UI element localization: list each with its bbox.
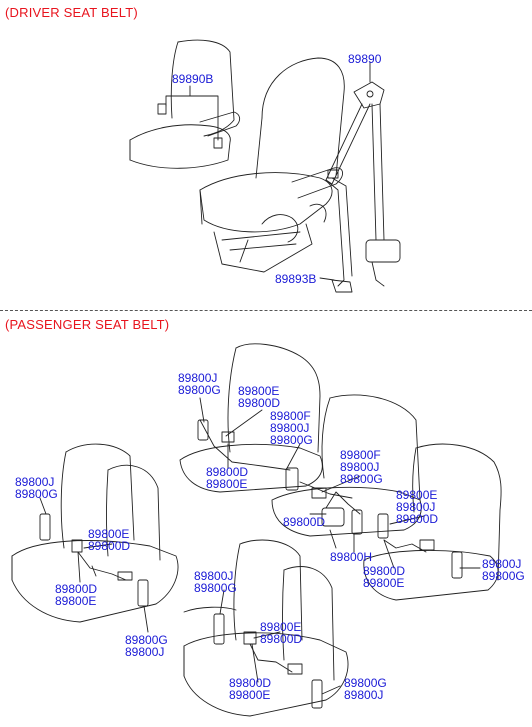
label-front-89800e: 89800E xyxy=(260,620,302,634)
label-right-89800d: 89800D xyxy=(396,512,439,526)
driver-main-seat-drawing xyxy=(199,57,345,273)
label-front-89800g: 89800G xyxy=(194,581,237,595)
label-left-89800j: 89800J xyxy=(15,475,55,489)
label-right-89800d-b: 89800D xyxy=(363,564,406,578)
section-divider xyxy=(0,310,532,311)
label-front-89800e-b: 89800E xyxy=(229,688,271,702)
leader-lines xyxy=(39,61,481,695)
label-rear-89800d: 89800D xyxy=(238,396,281,410)
label-right-89800h: 89800H xyxy=(330,550,373,564)
driver-section-title: (DRIVER SEAT BELT) xyxy=(5,5,138,20)
driver-belt-drawing xyxy=(325,81,401,293)
label-89890: 89890 xyxy=(348,52,382,66)
label-right-89800j-r: 89800J xyxy=(482,557,522,571)
label-rear-89800g: 89800G xyxy=(178,383,221,397)
label-left-89800d: 89800D xyxy=(88,539,131,553)
label-front-89800j-b: 89800J xyxy=(344,688,384,702)
label-left-89800d-b: 89800D xyxy=(55,582,98,596)
label-rear-89800j-2: 89800J xyxy=(270,421,310,435)
label-right-89800e: 89800E xyxy=(396,488,438,502)
label-mid-89800d: 89800D xyxy=(283,515,326,529)
label-right-89800j: 89800J xyxy=(396,500,436,514)
label-rear-89800d-b: 89800D xyxy=(206,465,249,479)
rear-seat-group-drawing xyxy=(179,343,502,601)
label-mid-89800j: 89800J xyxy=(340,460,380,474)
label-right-89800g-r: 89800G xyxy=(482,569,525,583)
label-rear-89800g-2: 89800G xyxy=(270,433,313,447)
label-left-89800e: 89800E xyxy=(88,527,130,541)
front-seat-group-drawing xyxy=(183,539,349,717)
label-front-89800j: 89800J xyxy=(194,569,234,583)
label-rear-89800e: 89800E xyxy=(238,384,280,398)
label-89890b: 89890B xyxy=(172,72,214,86)
label-left-89800j-b: 89800J xyxy=(125,645,165,659)
label-front-89800d-b: 89800D xyxy=(229,676,272,690)
label-front-89800g-b: 89800G xyxy=(344,676,387,690)
label-rear-89800e-b: 89800E xyxy=(206,477,248,491)
label-left-89800g-b: 89800G xyxy=(125,633,168,647)
label-rear-89800f: 89800F xyxy=(270,409,311,423)
label-rear-89800j: 89800J xyxy=(178,371,218,385)
left-seat-group-drawing xyxy=(11,443,179,623)
label-front-89800d: 89800D xyxy=(260,632,303,646)
label-mid-89800f: 89800F xyxy=(340,448,381,462)
label-mid-89800g: 89800G xyxy=(340,472,383,486)
passenger-section-title: (PASSENGER SEAT BELT) xyxy=(5,317,170,332)
label-left-89800e-b: 89800E xyxy=(55,594,97,608)
label-89893b: 89893B xyxy=(275,272,317,286)
driver-small-seat-drawing xyxy=(129,39,241,169)
label-left-89800g: 89800G xyxy=(15,487,58,501)
label-right-89800e-b: 89800E xyxy=(363,576,405,590)
